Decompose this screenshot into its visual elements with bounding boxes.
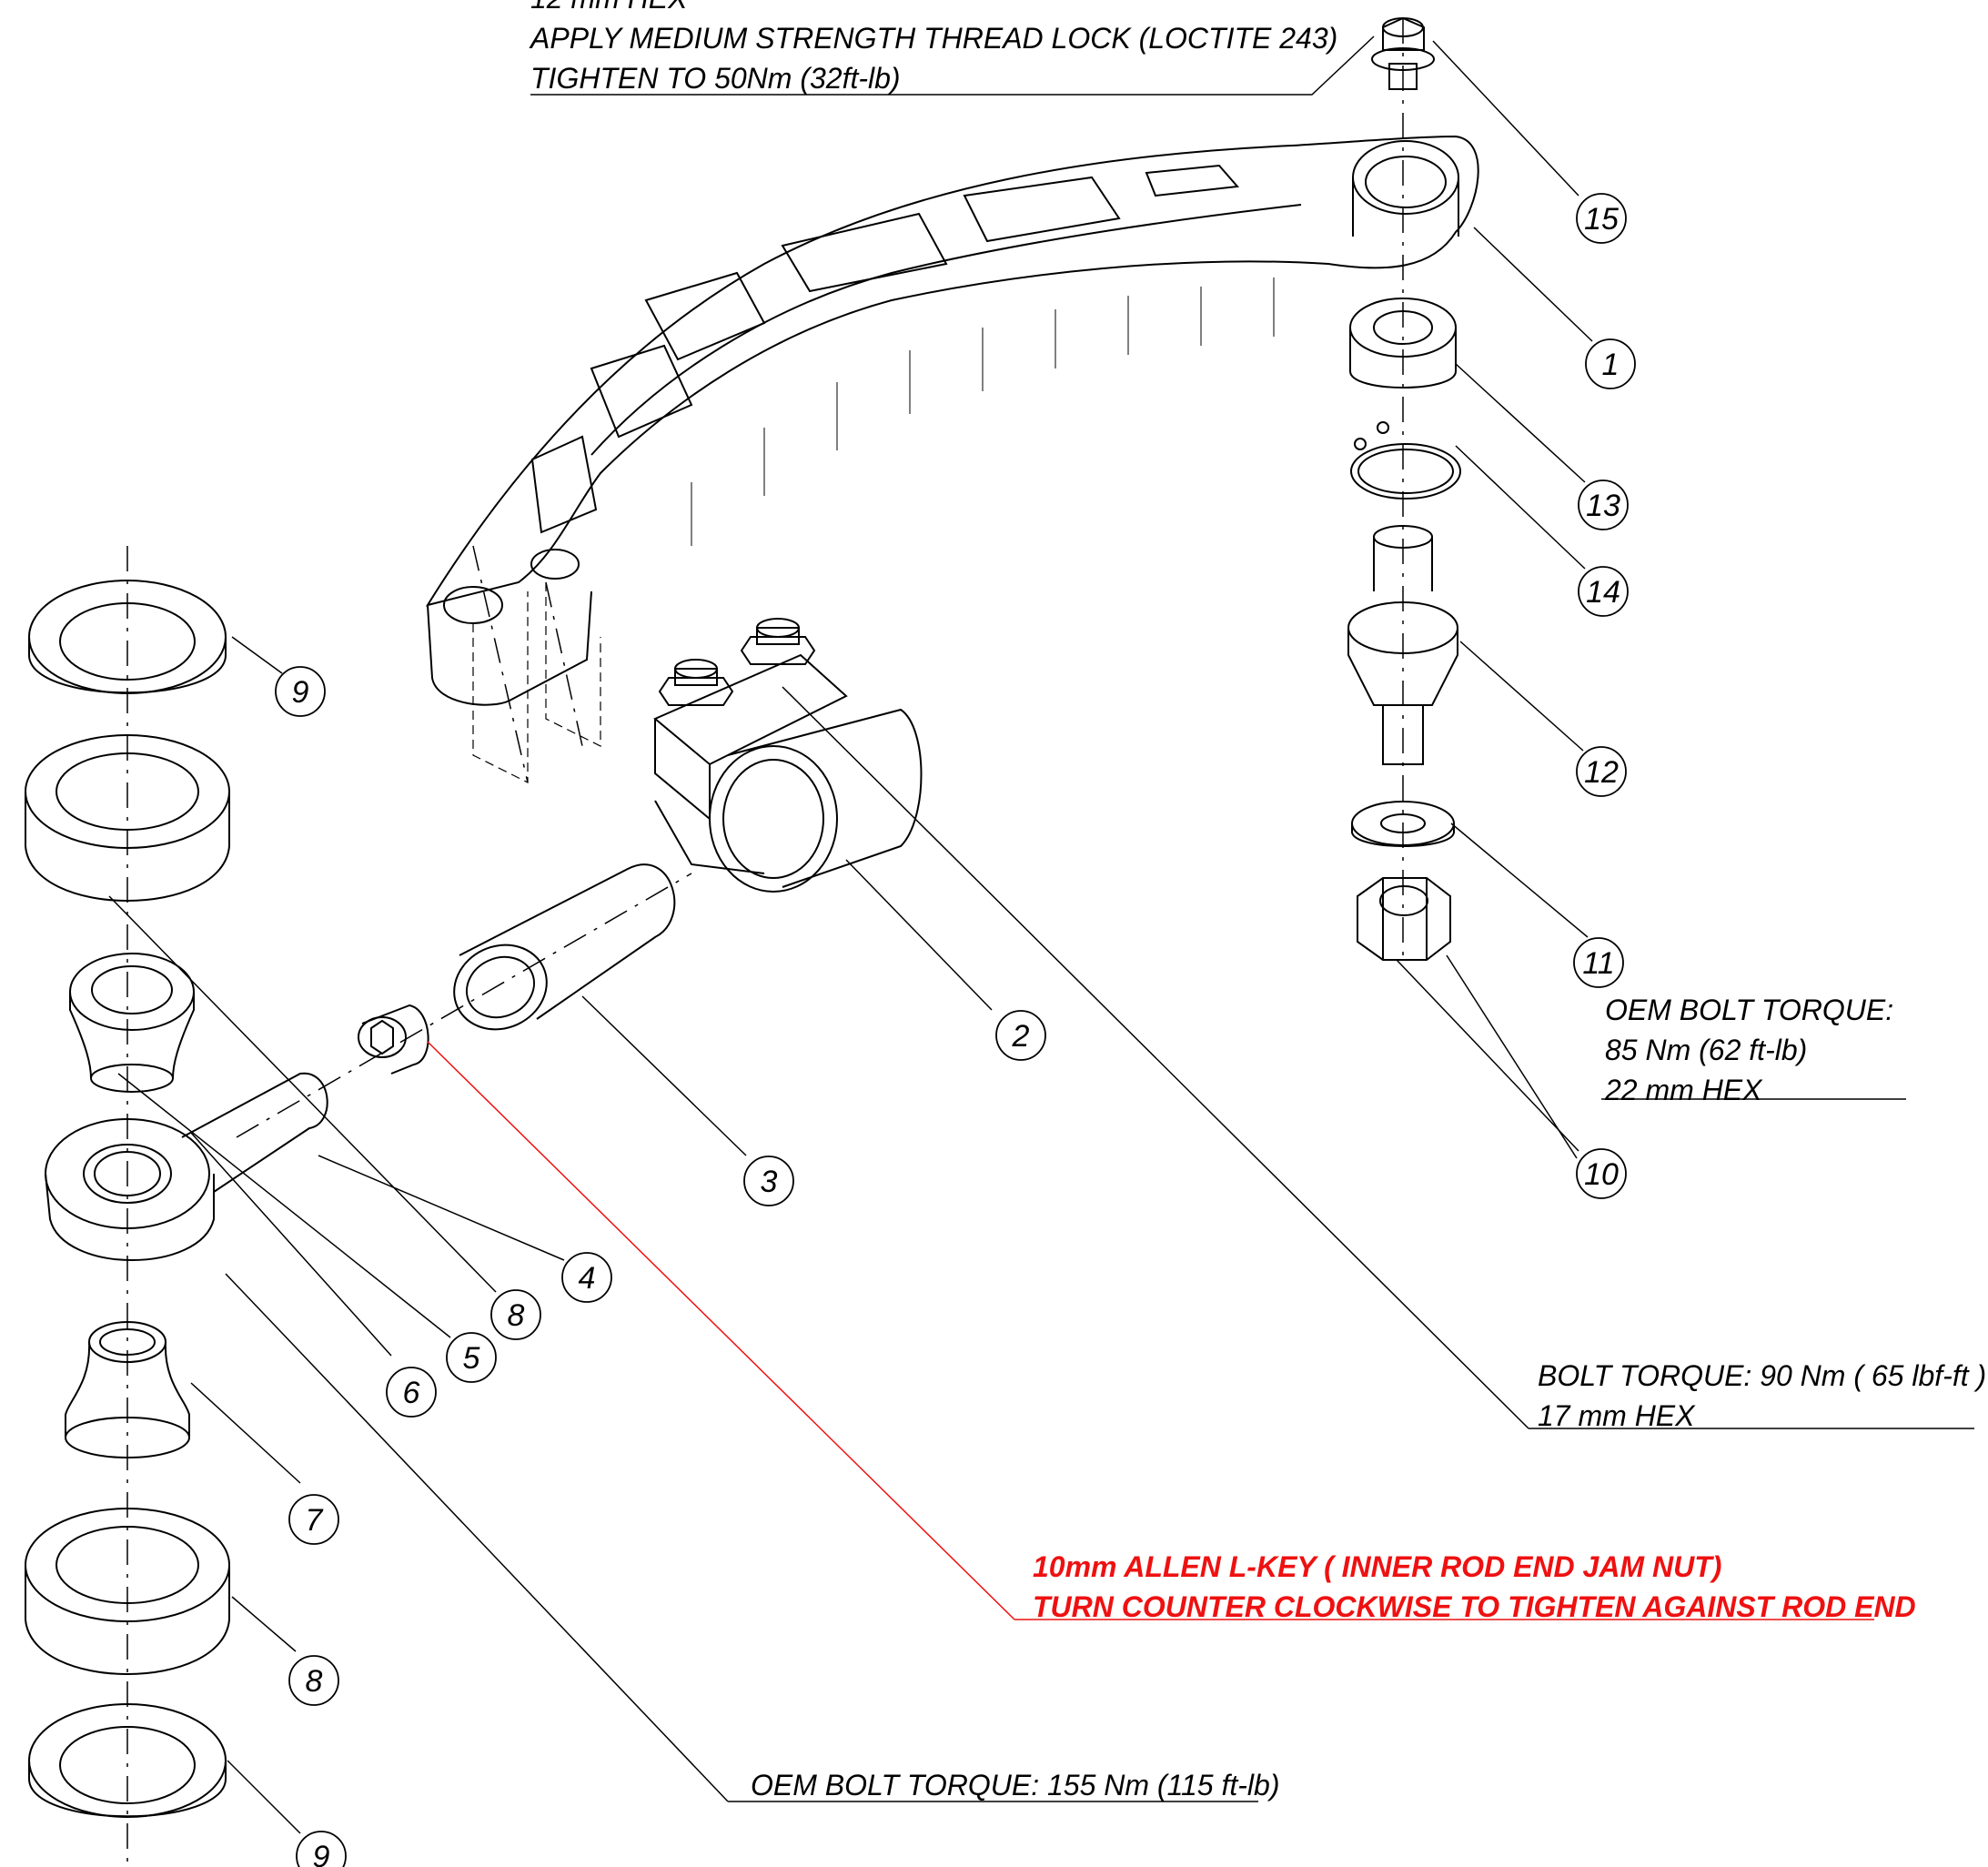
callout-5: 5 [463,1341,480,1376]
part-12-ball-stud [1347,525,1458,765]
note-oem-bolt-right-line3: 22 mm HEX [1605,1074,1762,1106]
callout-circles [275,193,1636,1867]
part-13-bushing [1349,298,1457,389]
note-top-bolt-line1: 12 mm HEX [530,0,1337,18]
part-11-washer [1351,801,1455,847]
note-leaders [225,35,1974,1802]
note-allen-key-line2: TURN COUNTER CLOCKWISE TO TIGHTEN AGAINS… [1033,1590,1916,1623]
note-oem-bolt-right-line2: 85 Nm (62 ft-lb) [1605,1034,1808,1066]
part-15-bolt [1371,16,1435,90]
note-oem-bolt-right: OEM BOLT TORQUE: 85 Nm (62 ft-lb) 22 mm … [1605,990,1893,1110]
note-oem-bolt-bottom: OEM BOLT TORQUE: 155 Nm (115 ft-lb) [751,1765,1279,1805]
center-lines [126,18,1404,1867]
part-6-rod-end [45,1072,328,1261]
note-top-bolt-line2: APPLY MEDIUM STRENGTH THREAD LOCK (LOCTI… [530,22,1338,55]
note-allen-key: 10mm ALLEN L-KEY ( INNER ROD END JAM NUT… [1033,1547,1916,1627]
part-3-sleeve [453,863,676,1031]
part-8-bushing-top [25,734,230,902]
note-allen-key-line1: 10mm ALLEN L-KEY ( INNER ROD END JAM NUT… [1033,1550,1722,1583]
note-top-bolt-line3: TIGHTEN TO 50Nm (32ft-lb) [530,62,901,95]
callout-12: 12 [1584,755,1619,790]
callout-14: 14 [1586,575,1620,610]
part-14-snap-ring [1350,421,1461,500]
callout-10: 10 [1584,1157,1619,1192]
part-7-spacer [65,1321,190,1458]
note-bolt-torque: BOLT TORQUE: 90 Nm ( 65 lbf-ft ) 17 mm H… [1538,1356,1986,1436]
part-1-arm [425,135,1479,783]
callout-8-mid: 8 [508,1298,525,1333]
note-top-bolt: 12 mm HEX APPLY MEDIUM STRENGTH THREAD L… [530,0,1337,98]
callout-6: 6 [403,1376,420,1410]
part-9-ring-bottom [28,1703,227,1818]
callout-15: 15 [1584,202,1619,237]
callout-3: 3 [761,1165,778,1199]
callout-9-bottom: 9 [313,1840,330,1867]
part-2-clamp [653,618,923,893]
note-bolt-torque-line2: 17 mm HEX [1538,1399,1695,1432]
part-10-nut [1357,877,1451,961]
callout-9-top: 9 [292,675,309,710]
note-oem-bolt-bottom-line1: OEM BOLT TORQUE: 155 Nm (115 ft-lb) [751,1769,1280,1801]
note-bolt-torque-line1: BOLT TORQUE: 90 Nm ( 65 lbf-ft ) [1538,1359,1987,1392]
part-4-socket [358,1004,429,1075]
part-8-bushing-bottom [25,1508,230,1675]
allen-key-leader [427,1041,1874,1620]
callout-13: 13 [1586,489,1620,523]
callout-11: 11 [1582,946,1614,981]
callout-leaders [108,40,1593,1834]
callout-8-bottom: 8 [306,1664,323,1699]
callout-2: 2 [1012,1019,1030,1054]
callout-4: 4 [579,1261,596,1296]
callout-7: 7 [306,1503,324,1538]
part-5-spacer [69,953,195,1093]
part-9-ring-top [28,580,227,694]
note-oem-bolt-right-line1: OEM BOLT TORQUE: [1605,994,1894,1026]
callout-1: 1 [1602,348,1620,382]
